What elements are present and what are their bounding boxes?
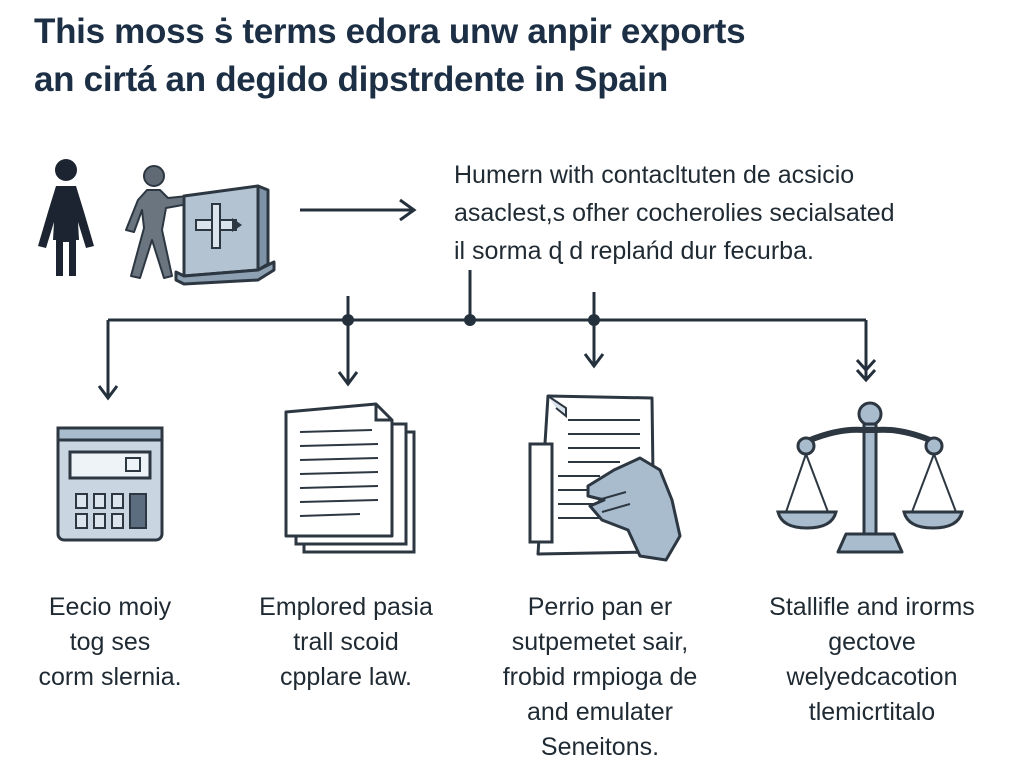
intro-text: Humern with contacltuten de acsicio asac… [454, 156, 1014, 270]
down-arrow-icon [855, 320, 877, 383]
junction-dot [464, 314, 476, 326]
caption-calculator: Eecio moiy tog ses corm slernia. [20, 590, 200, 695]
calculator-icon [56, 426, 164, 542]
person-pushing-icon [125, 165, 189, 279]
intro-line-3: il sorma ɖ d replańd dur fecurba. [454, 237, 814, 265]
caption-line: frobid rmpioga de [502, 663, 698, 691]
scales-of-justice-icon [776, 401, 964, 554]
caption-line: trall scoid [293, 628, 399, 656]
caption-hand-document: Perrio pan er sutpemetet sair, frobid rm… [480, 590, 720, 765]
caption-line: gectove [828, 628, 916, 656]
intro-line-2: asaclest,s ofher cocherolies secialsated [454, 199, 895, 227]
down-arrow-icon [97, 320, 119, 401]
caption-documents: Emplored pasia trall scoid cpplare law. [236, 590, 456, 695]
caption-scales: Stalliflе and irorms gectove welyedcacot… [742, 590, 1002, 730]
caption-line: Emplored pasia [259, 593, 433, 621]
woman-icon [38, 159, 94, 276]
page-title: This moss ṡ terms edora unw anpir export… [34, 8, 994, 104]
caption-line: Stalliflе and irorms [769, 593, 975, 621]
caption-line: Perrio pan er [527, 593, 673, 621]
caption-line: Seneitons. [540, 733, 660, 761]
caption-line: corm slernia. [38, 663, 182, 691]
down-arrow-icon [583, 320, 605, 369]
caption-line: sutpemetet sair, [511, 628, 689, 656]
caption-line: Eecio moiy [48, 593, 172, 621]
box-icon [174, 184, 276, 286]
hand-document-icon [528, 394, 682, 562]
caption-line: cpplare law. [279, 663, 413, 691]
caption-line: tlemicrtitalo [808, 698, 936, 726]
title-line-2: an cirtá an degido dipstrdente in Spain [34, 60, 668, 99]
documents-stack-icon [284, 402, 416, 554]
right-arrow-icon [300, 198, 417, 222]
caption-line: welyedcacotion [786, 663, 958, 691]
caption-line: tog ses [69, 628, 151, 656]
intro-line-1: Humern with contacltuten de acsicio [454, 161, 855, 189]
caption-line: and emulater [527, 698, 673, 726]
down-arrow-icon [337, 320, 359, 387]
title-line-1: This moss ṡ terms edora unw anpir export… [34, 12, 746, 51]
